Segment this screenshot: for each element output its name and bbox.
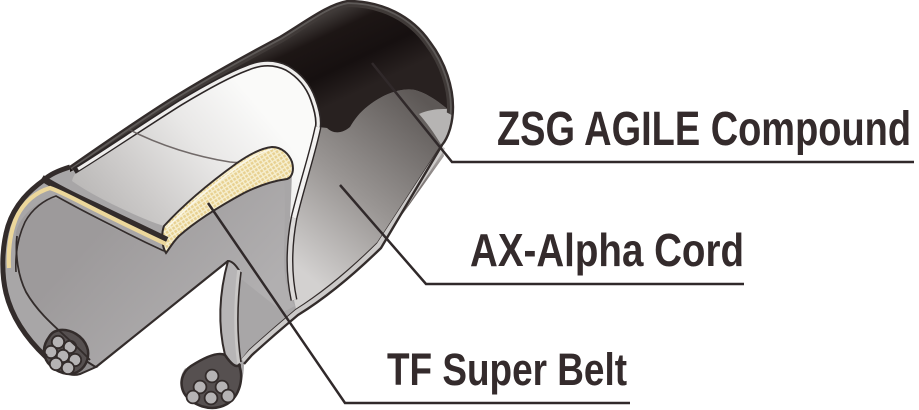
svg-text:AX-Alpha Cord: AX-Alpha Cord [470,224,744,276]
svg-text:TF Super Belt: TF Super Belt [387,344,627,395]
svg-text:ZSG AGILE Compound: ZSG AGILE Compound [497,103,911,156]
